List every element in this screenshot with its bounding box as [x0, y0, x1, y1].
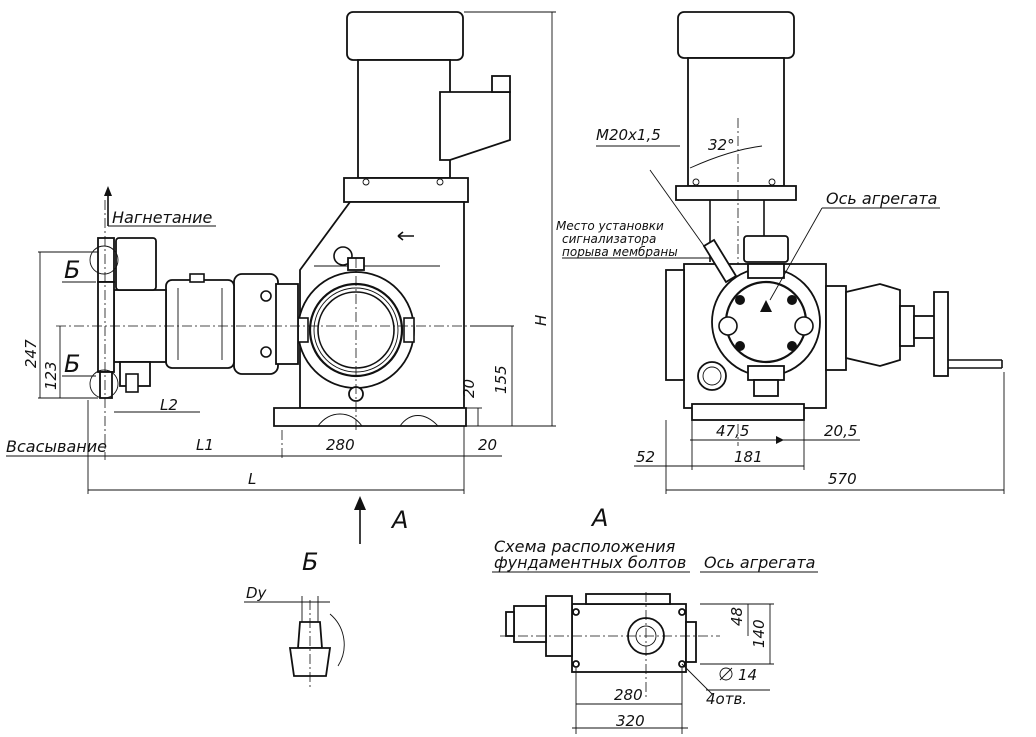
front-terminal-cap: [491, 75, 511, 93]
front-chamber: [165, 279, 235, 369]
side-view: [649, 11, 1003, 446]
plan-right-boss: [685, 621, 697, 663]
detail-b-marker-bottom: Б: [64, 350, 80, 378]
front-view: [56, 11, 511, 460]
side-dimensions: M20x1,5 32° Место установки сигнализатор…: [556, 126, 1005, 494]
side-top-nut: [747, 263, 785, 279]
sensor-label-line2: сигнализатора: [562, 232, 656, 246]
side-motor-cap: [677, 11, 795, 59]
side-bottom-valve: [753, 379, 779, 397]
hole-diameter: 14: [738, 666, 757, 684]
side-handwheel: [933, 291, 949, 377]
view-a: А Схема расположения фундаментных болтов…: [492, 504, 818, 734]
detail-b-title: Б: [302, 548, 318, 576]
hole-count: 4отв.: [706, 690, 747, 708]
dim-L2: L2: [160, 396, 178, 414]
side-motor-body: [687, 57, 785, 187]
dim-L1: L1: [196, 436, 214, 454]
dim-H: H: [532, 315, 550, 326]
side-bottom-nut: [747, 365, 785, 381]
front-base: [273, 407, 467, 427]
scheme-label-line2: фундаментных болтов: [494, 553, 686, 572]
sensor-label-line1: Место установки: [556, 219, 664, 233]
membrane-sensor: [702, 238, 738, 284]
axis-label-side: Ось агрегата: [826, 189, 937, 208]
dim-L: L: [248, 470, 256, 488]
thread-label: M20x1,5: [596, 126, 661, 144]
sensor-label-line3: порыва мембраны: [562, 245, 678, 259]
suction-port: [99, 371, 113, 399]
dy-label: Dy: [246, 584, 268, 602]
side-flange: [675, 185, 797, 201]
dim-155: 155: [492, 365, 510, 394]
plan-top-rib: [585, 593, 671, 605]
front-motor-body: [357, 59, 451, 179]
scheme-label-line1: Схема расположения: [494, 537, 676, 556]
front-terminal-box: [439, 91, 511, 161]
side-left-flange: [665, 269, 685, 381]
dim-47-5: 47,5: [716, 422, 749, 440]
rotation-arrow: [397, 231, 414, 241]
front-neck: [275, 283, 299, 365]
detail-b-marker-top: Б: [64, 256, 80, 284]
dim-52: 52: [636, 448, 655, 466]
dim-20-base: 20: [460, 379, 478, 398]
side-coupling: [899, 305, 915, 347]
dim-320: 320: [616, 712, 645, 730]
side-gauge: [697, 361, 727, 391]
front-motor-cap: [346, 11, 464, 61]
discharge-port: [97, 237, 115, 283]
view-a-title: А: [590, 504, 608, 532]
view-a-arrow-label: А: [390, 506, 408, 534]
side-right-flange: [825, 285, 847, 371]
plan-gear: [513, 605, 547, 643]
axis-label-plan: Ось агрегата: [704, 553, 815, 572]
front-left-flange: [233, 273, 279, 375]
valve-stack: [97, 281, 115, 373]
front-dimensions: Нагнетание 247 123 Б Б L2 Всасывание L1 …: [6, 11, 556, 544]
dim-123: 123: [42, 361, 60, 390]
front-upper-housing: [115, 237, 157, 291]
side-top-valve: [743, 235, 789, 263]
dim-181: 181: [734, 448, 763, 466]
dim-48: 48: [728, 607, 746, 626]
side-base: [691, 403, 805, 421]
dim-20-right: 20: [478, 436, 497, 454]
side-adjuster: [913, 315, 937, 339]
dim-570: 570: [828, 470, 857, 488]
dim-247: 247: [22, 339, 40, 368]
dim-20-5: 20,5: [824, 422, 857, 440]
suction-label: Всасывание: [6, 437, 107, 456]
angle-label: 32°: [708, 136, 735, 154]
front-valve-block: [113, 289, 167, 363]
plan-left-flange: [545, 595, 573, 657]
dim-280-front: 280: [326, 436, 355, 454]
discharge-label: Нагнетание: [112, 208, 213, 227]
dim-140: 140: [750, 619, 768, 648]
side-gearbox: [845, 283, 901, 367]
detail-b: Б Dy: [244, 548, 345, 690]
front-oil-plug: [333, 246, 353, 266]
dim-280-plan: 280: [614, 686, 643, 704]
